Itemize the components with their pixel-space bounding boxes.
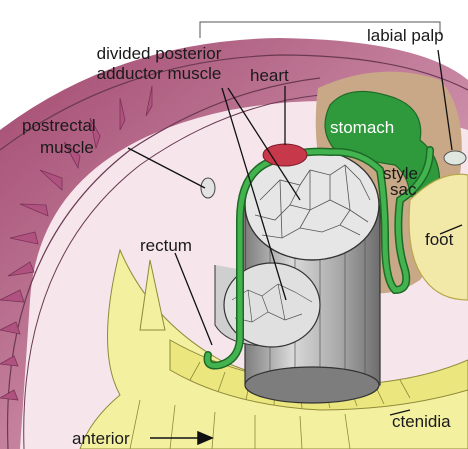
label-heart: heart: [250, 66, 289, 85]
adductor-cylinder-bottom: [245, 367, 379, 403]
label-stomach: stomach: [330, 118, 394, 137]
label-ctenidia: ctenidia: [392, 412, 451, 431]
label-divided-posterior-adductor-line2: adductor muscle: [78, 64, 240, 83]
label-anterior: anterior: [72, 429, 130, 448]
label-labial-palp: labial palp: [367, 26, 444, 45]
label-style-sac-line2: sac: [390, 180, 416, 199]
label-divided-posterior-adductor-line1: divided posterior: [78, 44, 240, 63]
label-postrectal-line1: postrectal: [22, 116, 96, 135]
label-rectum: rectum: [140, 236, 192, 255]
postrectal-muscle-shape: [201, 178, 215, 198]
label-foot: foot: [425, 230, 453, 249]
label-postrectal-line2: muscle: [40, 138, 94, 157]
labial-palp-shape: [444, 151, 466, 165]
heart-shape: [263, 144, 307, 166]
